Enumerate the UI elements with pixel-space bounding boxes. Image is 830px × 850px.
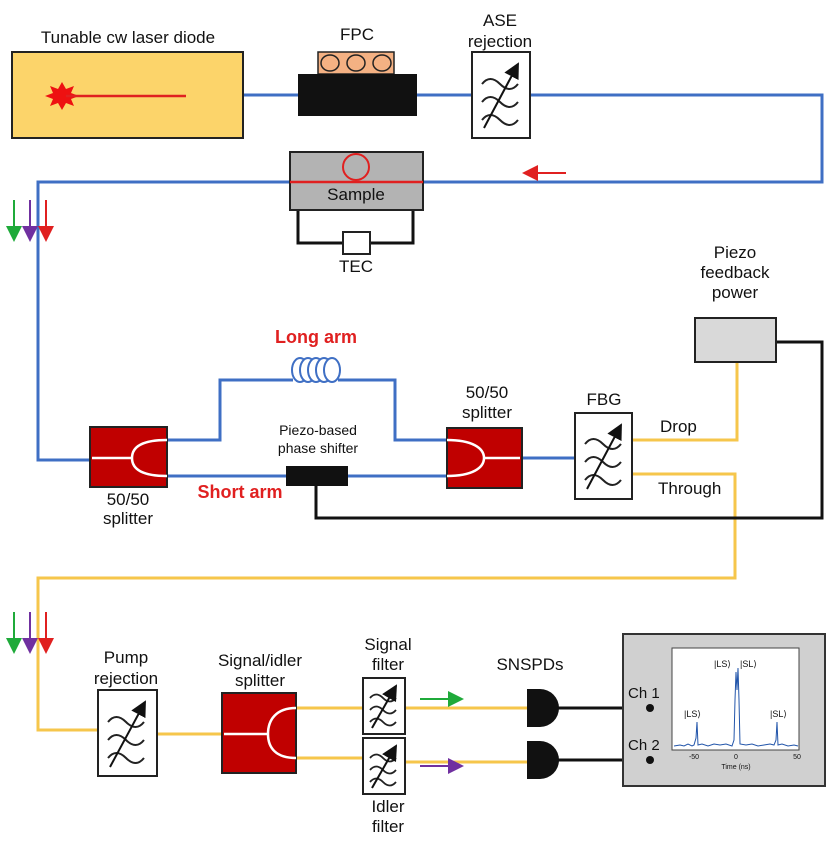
signal-filter-line1: Signal: [364, 635, 411, 654]
ase-title-line1: ASE: [483, 11, 517, 30]
idler-filter-icon: [362, 737, 406, 795]
si-splitter-line2: splitter: [235, 671, 285, 690]
idler-filter-line1: Idler: [371, 797, 404, 816]
x-tick-0: 0: [734, 754, 738, 761]
peak-label-sl-center: |SL⟩: [740, 659, 757, 669]
plot-xlabel: Time (ns): [721, 764, 750, 771]
drop-label: Drop: [660, 417, 697, 436]
peak-label-ls-left: |LS⟩: [684, 709, 701, 719]
si-splitter-line1: Signal/idler: [218, 651, 302, 670]
ch1-label: Ch 1: [628, 685, 660, 702]
ase-title-line2: rejection: [468, 32, 532, 51]
phase-shifter-line1: Piezo-based: [279, 422, 357, 438]
wire-tec-loop-right: [370, 210, 415, 245]
coincidence-histogram: |LS⟩ |LS⟩ |SL⟩ |SL⟩ -50 0 50 Time (ns): [673, 659, 801, 771]
fpc-paddles-icon: [317, 51, 395, 75]
wavelength-arrows-top: [6, 200, 54, 242]
fiber-long-arm: [167, 378, 293, 442]
piezo-feedback-box: [694, 317, 777, 363]
microring-icon: [342, 153, 370, 181]
pump-title-line2: rejection: [94, 669, 158, 688]
piezo-title-line1: Piezo: [714, 243, 757, 262]
sample-label: Sample: [327, 185, 385, 204]
idler-filter-line2: filter: [372, 817, 404, 836]
blue-fiber-paths: [36, 93, 824, 478]
snspd-2-icon: [527, 741, 559, 779]
fbg-title: FBG: [587, 390, 622, 409]
ch2-connector: [646, 756, 654, 764]
fbg-filter-icon: [574, 412, 633, 500]
wire-tec-loop: [296, 210, 343, 245]
wavelength-arrows-bottom: [6, 612, 54, 654]
splitter-left: [89, 426, 168, 488]
wire-piezo-feedback: [314, 340, 824, 520]
fiber-ase-to-sample: [423, 93, 824, 184]
ch1-connector: [646, 704, 654, 712]
signal-idler-splitter: [221, 692, 297, 774]
splitter-right: [446, 427, 523, 489]
piezo-phase-shifter: [286, 466, 348, 486]
ase-filter-icon: [471, 51, 531, 139]
ch2-label: Ch 2: [628, 737, 660, 754]
fiber-long-arm-out: [338, 378, 447, 442]
splitter-left-line1: 50/50: [107, 490, 150, 509]
through-label: Through: [658, 479, 721, 498]
histogram-trace: [673, 667, 799, 747]
fiber-coil-icon: [291, 357, 341, 383]
fpc-title: FPC: [340, 25, 374, 44]
fiber-sample-to-splitter: [36, 180, 290, 462]
laser-title: Tunable cw laser diode: [41, 28, 215, 47]
x-tick-minus-50: -50: [689, 754, 699, 761]
pump-title-line1: Pump: [104, 648, 148, 667]
fpc-body: [298, 74, 417, 116]
sample-chip: [289, 151, 424, 211]
signal-filter-line2: filter: [372, 655, 404, 674]
short-arm-label: Short arm: [197, 482, 282, 502]
long-arm-label: Long arm: [275, 327, 357, 347]
laser-emitter-icon: [45, 82, 79, 110]
fiber-fbg-drop: [632, 362, 739, 442]
tec-label: TEC: [339, 257, 373, 276]
phase-shifter-line2: phase shifter: [278, 440, 358, 456]
piezo-title-line3: power: [712, 283, 759, 302]
piezo-title-line2: feedback: [701, 263, 770, 282]
x-tick-50: 50: [793, 754, 801, 761]
tec-box: [342, 231, 371, 255]
splitter-left-line2: splitter: [103, 509, 153, 528]
peak-label-sl-right: |SL⟩: [770, 709, 787, 719]
pump-filter-icon: [97, 689, 158, 777]
peak-label-ls-center: |LS⟩: [714, 659, 731, 669]
snspds-title: SNSPDs: [496, 655, 563, 674]
snspd-1-icon: [527, 689, 559, 727]
yellow-fiber-paths: [36, 362, 739, 764]
signal-filter-icon: [362, 677, 406, 735]
fiber-fbg-through: [36, 472, 737, 732]
splitter-right-line2: splitter: [462, 403, 512, 422]
splitter-right-line1: 50/50: [466, 383, 509, 402]
